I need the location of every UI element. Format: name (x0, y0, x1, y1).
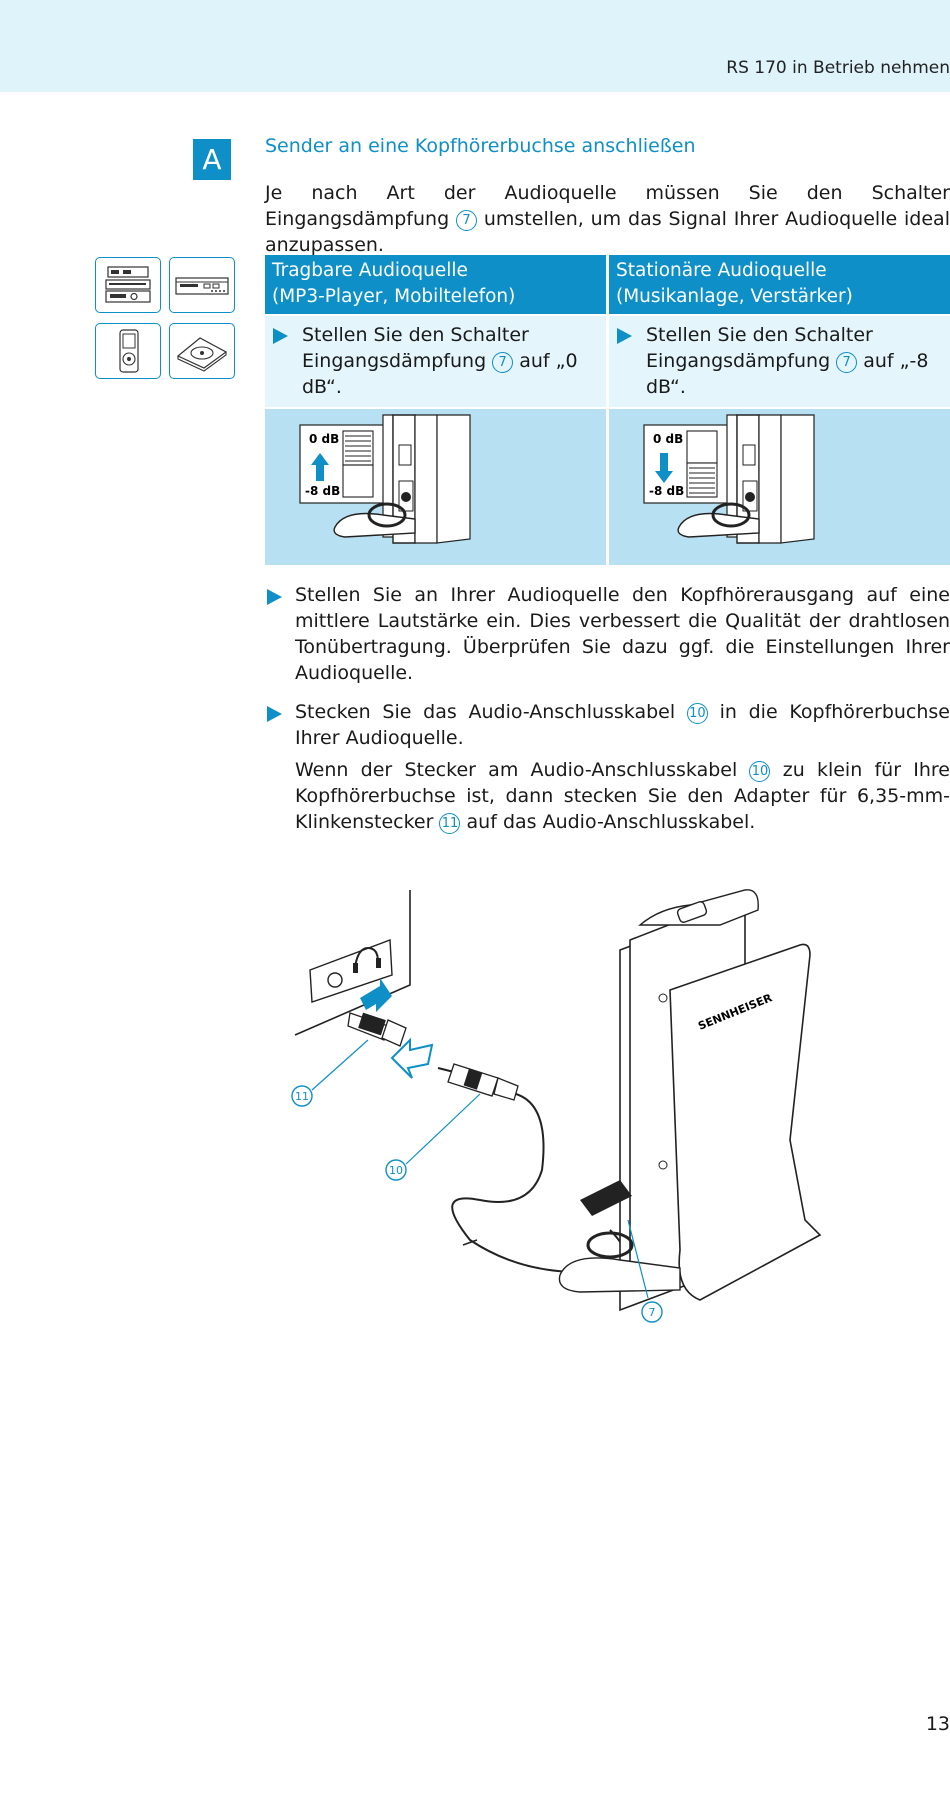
svg-text:10: 10 (389, 1164, 403, 1177)
cd-player-icon (169, 257, 235, 313)
callout-10: 10 (385, 1159, 407, 1181)
section-letter-badge: A (193, 139, 231, 180)
column-header: Stationäre Audioquelle (Musikanlage, Ver… (609, 255, 950, 314)
svg-text:11: 11 (295, 1090, 309, 1103)
portable-source-column: Tragbare Audioquelle (MP3-Player, Mobilt… (265, 255, 606, 565)
ref-number-7: 7 (836, 352, 858, 373)
bullet-arrow-icon (273, 328, 288, 344)
source-type-table: Tragbare Audioquelle (MP3-Player, Mobilt… (265, 255, 950, 565)
arrow-up-icon (311, 453, 329, 481)
callout-11: 11 (291, 1085, 313, 1107)
audio-source-icons (95, 257, 235, 381)
stereo-system-icon (95, 257, 161, 313)
portable-cd-player-icon (169, 323, 235, 379)
column-step: Stellen Sie den Schalter Eingangsdämpfun… (265, 316, 606, 407)
ref-number-7: 7 (456, 210, 477, 231)
stationary-source-column: Stationäre Audioquelle (Musikanlage, Ver… (609, 255, 950, 565)
page-number: 13 (925, 1713, 950, 1735)
switch-label-top: 0 dB (309, 432, 339, 446)
ref-number-10: 10 (686, 703, 708, 724)
switch-label-bottom: -8 dB (649, 484, 684, 498)
instruction-step: Stecken Sie das Audio-Anschlusskabel 10 … (265, 699, 950, 751)
section-title: Sender an eine Kopfhörerbuchse anschließ… (265, 135, 696, 157)
headphone-icon (354, 946, 379, 968)
switch-illustration-0db: 0 dB -8 dB (265, 409, 606, 565)
intro-paragraph: Je nach Art der Audioquelle müssen Sie d… (265, 182, 950, 256)
adapter-note: Wenn der Stecker am Audio-Anschlusskabel… (295, 759, 950, 834)
mp3-player-icon (95, 323, 161, 379)
bullet-arrow-icon (617, 328, 632, 344)
connection-illustration: SENNHEISER 11 10 7 (280, 850, 930, 1380)
switch-illustration-minus8db: 0 dB -8 dB (609, 409, 950, 565)
ref-number-7: 7 (492, 352, 514, 373)
svg-text:7: 7 (649, 1306, 656, 1319)
bullet-arrow-icon (267, 589, 282, 605)
running-title: RS 170 in Betrieb nehmen (726, 58, 950, 78)
column-step: Stellen Sie den Schalter Eingangsdämpfun… (609, 316, 950, 407)
bullet-arrow-icon (267, 706, 282, 722)
instruction-step: Stellen Sie an Ihrer Audioquelle den Kop… (265, 582, 950, 686)
arrow-down-icon (655, 453, 673, 483)
ref-number-10: 10 (749, 761, 771, 782)
ref-number-11: 11 (439, 813, 461, 834)
switch-label-bottom: -8 dB (305, 484, 340, 498)
switch-label-top: 0 dB (653, 432, 683, 446)
header-band (0, 0, 950, 92)
column-header: Tragbare Audioquelle (MP3-Player, Mobilt… (265, 255, 606, 314)
callout-7: 7 (641, 1301, 663, 1323)
